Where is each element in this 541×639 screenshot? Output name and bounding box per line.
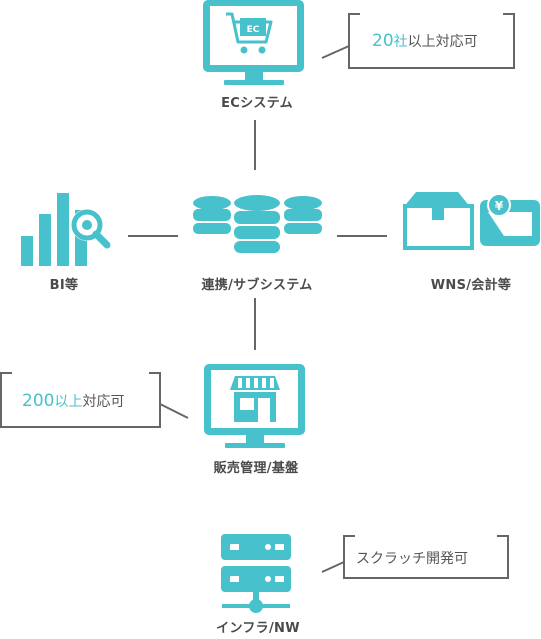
node-label-ec: ECシステム (221, 96, 293, 111)
callout-pointer-pos (159, 403, 189, 419)
bar-chart-magnifier-icon (21, 193, 111, 266)
callout-frame-pos (0, 372, 161, 428)
callout-frame-ec (348, 13, 515, 69)
callout-frame-infra (343, 535, 509, 579)
node-label-pos: 販売管理/基盤 (213, 461, 299, 476)
callout-pointer-ec (321, 45, 350, 59)
node-label-bi: BI等 (49, 278, 79, 293)
callout-pos-rest: 対応可 (82, 394, 125, 410)
callout-frames (0, 13, 515, 579)
connectors (128, 120, 387, 350)
box-and-wallet-icon: ¥ (403, 192, 540, 250)
callout-ec-rest: 以上対応可 (407, 34, 478, 50)
monitor-cart-icon: EC (203, 0, 304, 85)
node-label-infra: インフラ/NW (216, 621, 300, 636)
callout-ec-unit: 社 (393, 34, 408, 50)
callout-pos-number: 200 (22, 391, 55, 411)
yen-symbol: ¥ (495, 199, 504, 213)
callout-text-infra: スクラッチ開発可 (356, 551, 468, 567)
callout-pointer-infra (321, 561, 345, 573)
screen-text-ec: EC (247, 25, 260, 35)
callout-text-pos: 200以上対応可 (22, 391, 124, 411)
callout-text-ec: 20社以上対応可 (372, 31, 478, 51)
node-label-hub: 連携/サブシステム (201, 278, 313, 293)
callout-ec-number: 20 (372, 31, 394, 51)
callout-pos-unit: 以上 (54, 394, 83, 410)
monitor-store-icon (204, 364, 305, 448)
database-stack-icon (193, 195, 322, 253)
server-network-icon (221, 534, 291, 613)
node-label-wns: WNS/会計等 (430, 278, 512, 293)
